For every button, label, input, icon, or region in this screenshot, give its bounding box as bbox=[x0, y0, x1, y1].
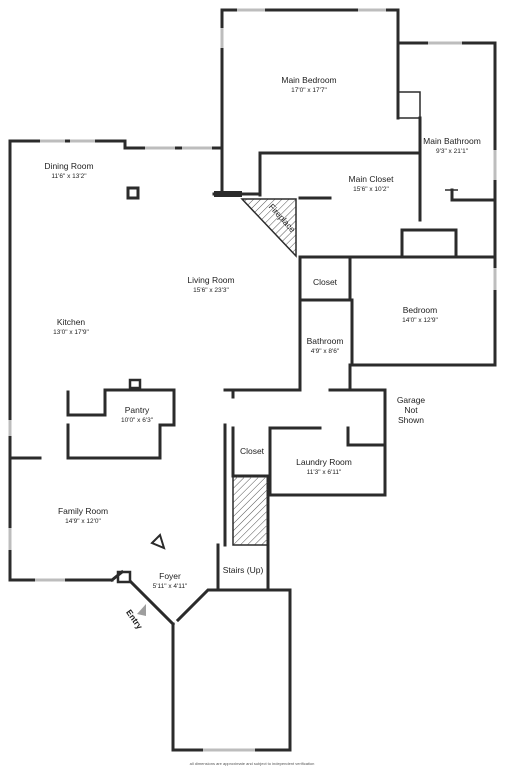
exterior-walls bbox=[8, 8, 497, 752]
bathroom-name: Bathroom bbox=[307, 336, 344, 346]
fireplace-hatch bbox=[240, 198, 297, 258]
pantry-dim: 10'0" x 6'3" bbox=[121, 417, 154, 424]
family-room-dim: 14'9" x 12'0" bbox=[65, 518, 101, 525]
foyer-name: Foyer bbox=[159, 571, 181, 581]
hatched-areas bbox=[232, 198, 297, 546]
dining-room-name: Dining Room bbox=[44, 161, 93, 171]
kitchen-name: Kitchen bbox=[57, 317, 86, 327]
main-bedroom-name: Main Bedroom bbox=[281, 75, 336, 85]
laundry-room-name: Laundry Room bbox=[296, 457, 352, 467]
stairs-hatch bbox=[232, 475, 269, 546]
bathroom-dim: 4'9" x 8'6" bbox=[311, 348, 340, 355]
living-room-name: Living Room bbox=[187, 275, 234, 285]
interior-walls bbox=[8, 41, 497, 584]
garage-line2: Not bbox=[404, 405, 418, 415]
garage-line3: Shown bbox=[398, 415, 424, 425]
closet-lower-name: Closet bbox=[240, 446, 265, 456]
footnote: all dimensions are approximate and subje… bbox=[190, 761, 315, 766]
main-closet-name: Main Closet bbox=[349, 174, 395, 184]
closet-upper-name: Closet bbox=[313, 277, 338, 287]
entry-arrow-icon bbox=[137, 604, 146, 616]
family-room-name: Family Room bbox=[58, 506, 108, 516]
foyer-dim: 5'11" x 4'11" bbox=[153, 583, 188, 590]
windows bbox=[8, 8, 497, 752]
main-bedroom-dim: 17'0" x 17'7" bbox=[291, 87, 327, 94]
stairs-name: Stairs (Up) bbox=[223, 565, 264, 575]
living-room-dim: 15'6" x 23'3" bbox=[193, 287, 229, 294]
bedroom-dim: 14'0" x 12'9" bbox=[402, 317, 438, 324]
main-closet-dim: 15'6" x 10'2" bbox=[353, 186, 389, 193]
garage-line1: Garage bbox=[397, 395, 426, 405]
main-bathroom-name: Main Bathroom bbox=[423, 136, 481, 146]
room-labels: Main Bedroom 17'0" x 17'7" Main Bathroom… bbox=[44, 75, 480, 766]
kitchen-dim: 13'0" x 17'9" bbox=[53, 329, 89, 336]
laundry-room-dim: 11'3" x 6'11" bbox=[307, 469, 342, 476]
bedroom-name: Bedroom bbox=[403, 305, 438, 315]
dining-room-dim: 11'6" x 13'2" bbox=[51, 173, 87, 180]
main-bathroom-dim: 9'3" x 21'1" bbox=[436, 148, 469, 155]
pantry-name: Pantry bbox=[125, 405, 150, 415]
